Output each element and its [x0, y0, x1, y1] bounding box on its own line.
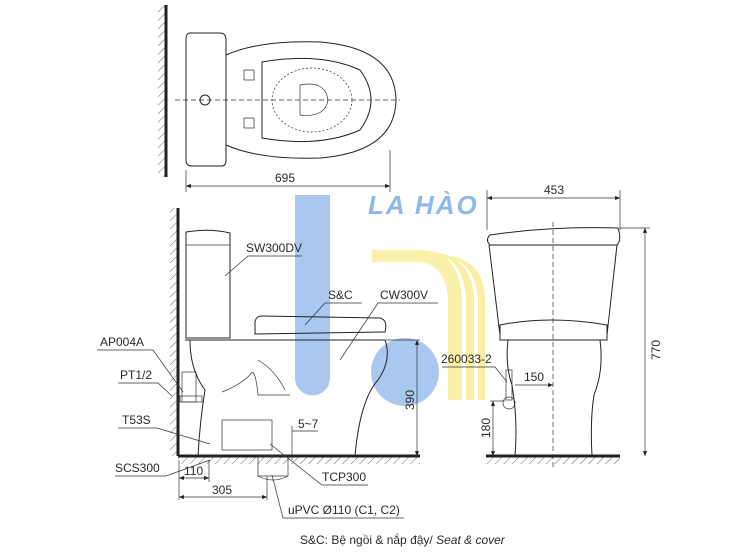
- dimension-height: 770: [649, 340, 663, 360]
- caption: S&C: Bệ ngồi & nắp đậy/ Seat & cover: [300, 532, 506, 547]
- watermark: LA HÀO: [295, 190, 485, 406]
- caption-english: Seat & cover: [436, 533, 506, 547]
- front-view: 453 770 180 150 260033-2: [441, 183, 663, 470]
- label-tank: SW300DV: [246, 241, 302, 255]
- dimension-valve-offset: 150: [524, 370, 544, 384]
- label-seal: SCS300: [115, 461, 160, 475]
- label-bowl: CW300V: [380, 288, 428, 302]
- label-pipe: uPVC Ø110 (C1, C2): [288, 503, 400, 517]
- caption-prefix: S&C: Bệ ngồi & nắp đậy/: [300, 532, 436, 547]
- label-seat: S&C: [328, 288, 353, 302]
- side-view: 390 5~7 110 305 SW300DV S&C CW300V AP004…: [97, 208, 438, 519]
- watermark-yellow-arc: [372, 250, 462, 400]
- top-view: 695: [158, 5, 400, 192]
- dimension-seat-height: 390: [403, 390, 417, 410]
- watermark-blue-circle: [371, 338, 439, 406]
- label-flange: TCP300: [322, 470, 366, 484]
- label-bolt: T53S: [122, 413, 151, 427]
- dimension-width-front: 453: [544, 183, 564, 197]
- label-front-valve: 260033-2: [441, 352, 492, 366]
- label-thread: PT1/2: [120, 368, 152, 382]
- dimension-valve-height: 180: [479, 418, 493, 438]
- watermark-brand: LA HÀO: [368, 190, 479, 220]
- label-angle-valve: AP004A: [100, 335, 144, 349]
- dimension-width-top: 695: [275, 171, 295, 185]
- dimension-gap: 5~7: [298, 417, 319, 431]
- dimension-wall-to-drain: 305: [212, 483, 232, 497]
- watermark-blue-bar: [295, 195, 330, 396]
